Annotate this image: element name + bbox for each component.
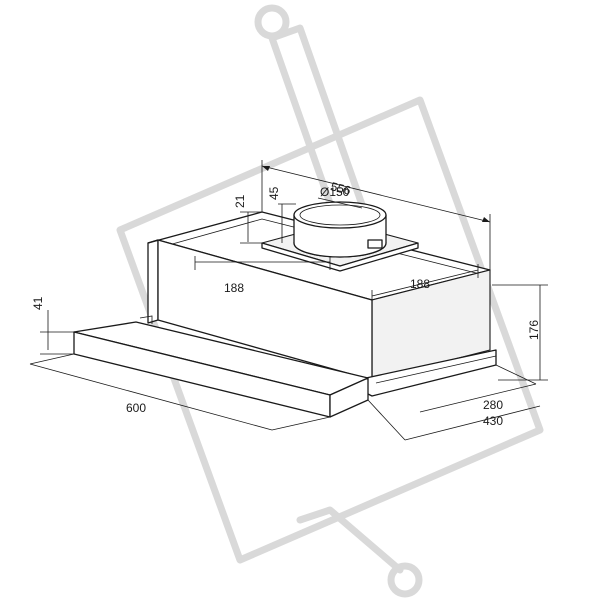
label-left-offset: 188 <box>224 281 244 295</box>
collar-plate-edge <box>261 242 419 272</box>
duct-pipe-top <box>293 201 387 229</box>
label-front-width: 600 <box>126 401 146 415</box>
label-front-panel-height: 41 <box>31 296 45 310</box>
label-duct-diameter: Ø150 <box>320 185 350 199</box>
label-depth-body: 280 <box>483 398 503 412</box>
top-inner-rim <box>157 218 481 275</box>
label-total-height: 176 <box>527 320 541 340</box>
duct-collar <box>261 201 419 272</box>
label-overall-width: 556 <box>329 179 352 198</box>
base-step-edge <box>375 355 497 384</box>
label-top-offset: 21 <box>233 194 247 208</box>
label-collar-height: 45 <box>267 186 281 200</box>
left-side-panel <box>147 239 159 324</box>
dimension-labels: 556 Ø150 45 21 188 188 41 176 600 280 43… <box>31 179 541 428</box>
dimension-lines <box>29 160 548 441</box>
label-right-offset: 188 <box>410 277 430 291</box>
duct-pipe-inner <box>299 204 381 226</box>
label-depth-total: 430 <box>483 414 503 428</box>
damper-clip <box>367 239 383 249</box>
panel-bracket <box>139 315 153 324</box>
